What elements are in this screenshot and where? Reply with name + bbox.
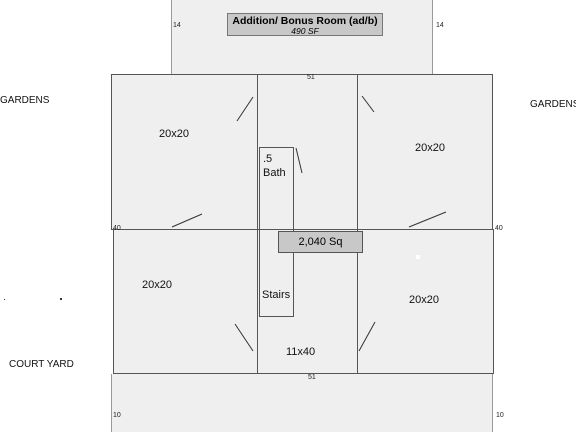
- room-stairs: Stairs: [262, 289, 291, 301]
- court-yard: COURT YARD: [9, 359, 74, 370]
- lower-block: [113, 229, 494, 374]
- room-bath: Bath: [263, 167, 286, 179]
- dim-left-depth: 40: [113, 225, 121, 232]
- door-line: [236, 96, 254, 122]
- room-hallway: 11x40: [286, 346, 316, 358]
- addition-title-box: Addition/ Bonus Room (ad/b) 490 SF: [227, 13, 383, 36]
- dim-addition-left: 14: [173, 22, 181, 29]
- room-top-left: 20x20: [159, 128, 189, 140]
- room-bath-half: .5: [263, 153, 273, 165]
- room-bottom-right: 20x20: [409, 294, 439, 306]
- addition-room: [171, 0, 433, 75]
- dim-top-width: 51: [307, 74, 315, 81]
- door-line: [361, 95, 375, 113]
- addition-area: 490 SF: [291, 26, 319, 36]
- dim-lower-left: 10: [113, 412, 121, 419]
- door-line: [408, 211, 447, 228]
- dim-bottom-width: 51: [308, 374, 316, 381]
- addition-title: Addition/ Bonus Room (ad/b): [232, 15, 378, 27]
- door-line: [358, 321, 376, 352]
- gardens-right: GARDENS: [530, 99, 576, 110]
- marker-dot: [4, 299, 5, 300]
- marker-dot: [416, 255, 420, 259]
- dim-addition-right: 14: [436, 22, 444, 29]
- upper-block: [111, 74, 493, 230]
- dim-right-depth: 40: [495, 225, 503, 232]
- lower-strip: [111, 374, 493, 432]
- hallway: [257, 74, 358, 374]
- door-line: [171, 213, 203, 228]
- gardens-left: GARDENS: [0, 95, 50, 106]
- door-line: [295, 147, 303, 174]
- room-bottom-left: 20x20: [142, 279, 172, 291]
- total-area-box: 2,040 Sq: [278, 231, 363, 253]
- marker-dot: [60, 298, 62, 300]
- room-top-right: 20x20: [415, 142, 445, 154]
- dim-lower-right: 10: [496, 412, 504, 419]
- door-line: [234, 323, 254, 352]
